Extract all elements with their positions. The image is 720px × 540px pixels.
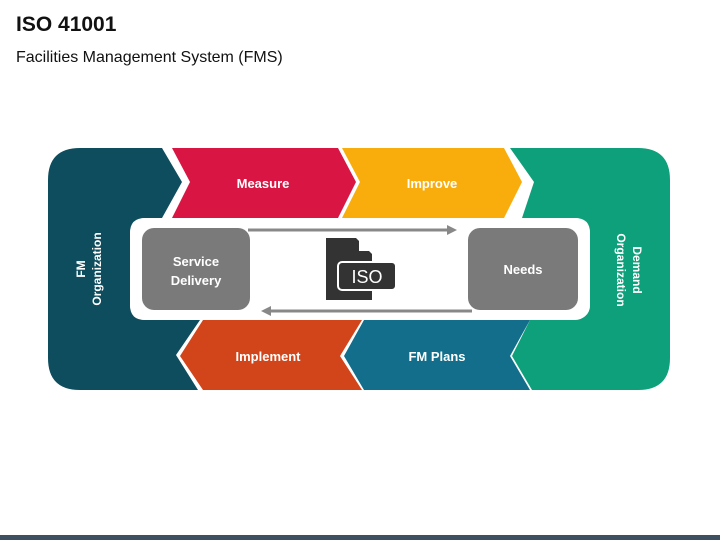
improve-arrow [342, 148, 522, 218]
iso-icon-text: ISO [351, 267, 382, 287]
iso-document-icon: ISO [326, 238, 397, 300]
page-subtitle: Facilities Management System (FMS) [16, 49, 283, 66]
fm-organization-line2: Organization [90, 232, 104, 305]
service-delivery-label-2: Delivery [171, 273, 222, 288]
fm-plans-label: FM Plans [408, 349, 465, 364]
measure-arrow [172, 148, 356, 218]
fm-plans-arrow [344, 320, 530, 390]
demand-organization-line1: Demand [630, 246, 644, 293]
footer-bar [0, 535, 720, 540]
implement-label: Implement [235, 349, 301, 364]
demand-organization-line2: Organization [614, 233, 628, 306]
fm-organization-label: FM Organization [74, 232, 104, 305]
fm-organization-panel [48, 148, 200, 390]
measure-label: Measure [237, 176, 290, 191]
page-title: ISO 41001 [16, 13, 117, 36]
forward-connector [248, 225, 457, 235]
improve-label: Improve [407, 176, 458, 191]
service-delivery-label-1: Service [173, 254, 219, 269]
needs-label: Needs [503, 262, 542, 277]
implement-arrow [180, 320, 362, 390]
fm-organization-line1: FM [74, 260, 88, 277]
demand-organization-label: Demand Organization [614, 233, 644, 306]
service-delivery-box [142, 228, 250, 310]
return-connector [261, 306, 472, 316]
needs-box [468, 228, 578, 310]
